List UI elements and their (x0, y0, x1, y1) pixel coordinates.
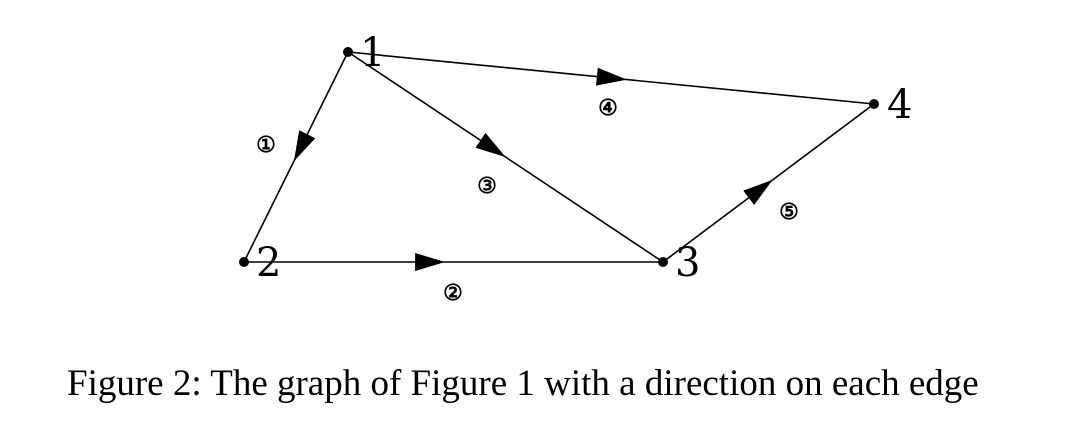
edges-layer (243, 51, 875, 263)
node-labels-layer: 1 2 3 4 (256, 30, 912, 286)
nodes-layer (239, 47, 879, 267)
arrowhead-1-4 (596, 67, 627, 86)
arrowhead-2-3 (415, 253, 446, 271)
edge-label-2-3: ② (443, 280, 463, 306)
arrowhead-1-3 (475, 132, 506, 157)
node-label-1: 1 (360, 30, 385, 76)
node-label-4: 4 (887, 82, 912, 128)
arrowhead-1-2 (293, 130, 316, 162)
node-3 (658, 257, 668, 267)
node-2 (239, 257, 249, 267)
arrowheads-layer (293, 67, 773, 271)
edge-label-3-4: ⑤ (779, 199, 799, 225)
edge-label-1-2: ① (256, 132, 276, 158)
node-label-3: 3 (675, 240, 700, 286)
arrowhead-3-4 (743, 179, 773, 205)
edge-labels-layer: ① ② ③ ④ ⑤ (256, 95, 799, 306)
figure-caption: Figure 2: The graph of Figure 1 with a d… (67, 363, 979, 404)
edge-label-1-3: ③ (477, 173, 497, 199)
edge-label-1-4: ④ (598, 95, 618, 121)
node-label-2: 2 (256, 240, 281, 286)
node-4 (869, 99, 879, 109)
node-1 (343, 47, 353, 57)
